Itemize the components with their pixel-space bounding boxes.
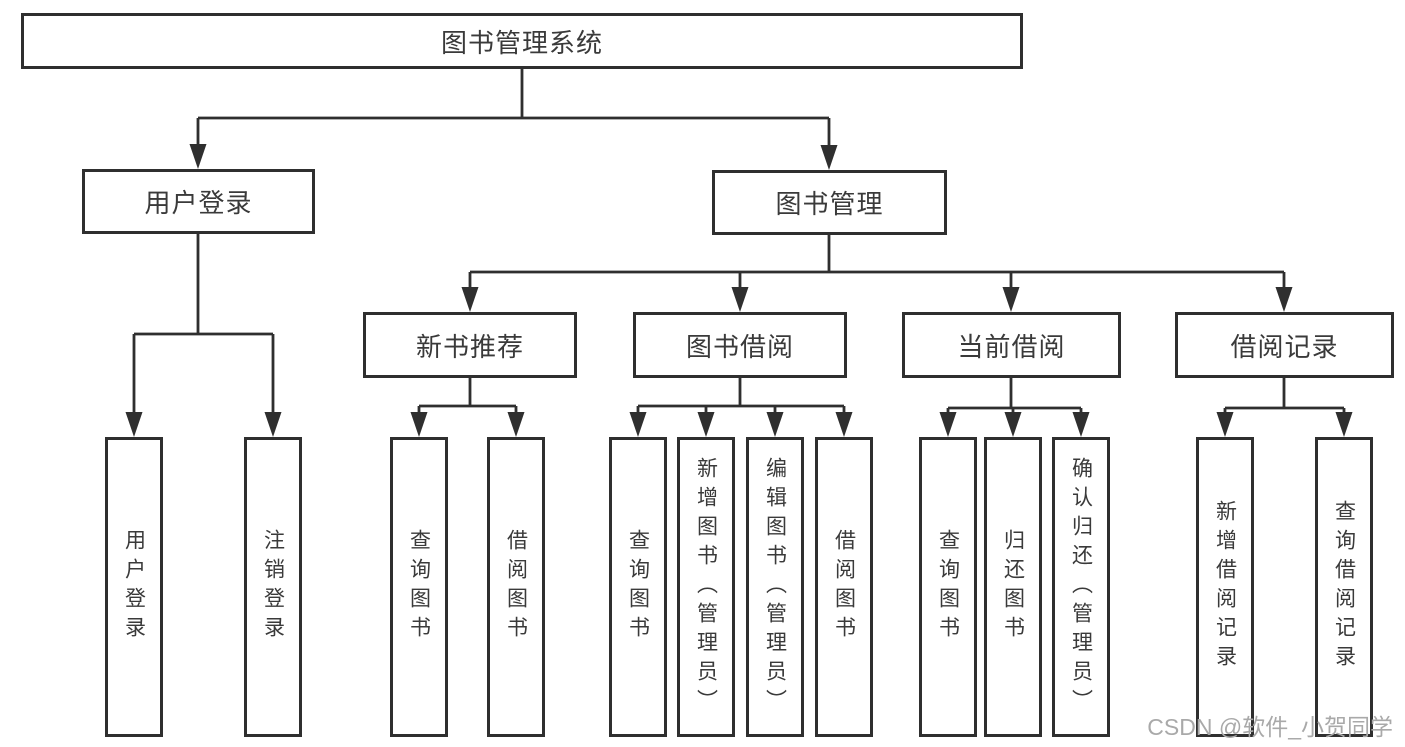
leaf-add-borrow-record: 新增借阅记录 <box>1196 437 1254 737</box>
arrowheads <box>125 144 1353 437</box>
node-root-system: 图书管理系统 <box>21 13 1023 69</box>
leaf-recommend-borrow-book: 借阅图书 <box>487 437 545 737</box>
node-root-label: 图书管理系统 <box>440 27 603 58</box>
arrowhead <box>461 287 479 312</box>
leaf-query-borrow-record-label: 查询借阅记录 <box>1332 500 1356 674</box>
leaf-recommend-query-book: 查询图书 <box>390 437 448 737</box>
arrowhead <box>1216 412 1234 437</box>
arrowhead <box>835 412 853 437</box>
leaf-return-book: 归还图书 <box>984 437 1042 737</box>
node-current-borrow: 当前借阅 <box>902 312 1121 378</box>
leaf-borrow-book: 借阅图书 <box>815 437 873 737</box>
node-book-management-label: 图书管理 <box>775 189 884 219</box>
leaf-edit-book-admin-label: 编辑图书（管理员） <box>763 456 787 718</box>
arrowhead <box>1004 412 1022 437</box>
arrowhead <box>731 287 749 312</box>
leaf-query-borrow-record: 查询借阅记录 <box>1315 437 1373 737</box>
node-new-book-recommend-label: 新书推荐 <box>415 331 524 362</box>
node-borrow-records-label: 借阅记录 <box>1230 331 1339 362</box>
arrowhead <box>939 412 957 437</box>
leaf-confirm-return-admin: 确认归还（管理员） <box>1052 437 1110 737</box>
edge-management-to-sections <box>468 235 1286 293</box>
leaf-logout-label: 注销登录 <box>261 529 285 645</box>
node-user-login: 用户登录 <box>82 169 315 234</box>
leaf-edit-book-admin: 编辑图书（管理员） <box>746 437 804 737</box>
node-new-book-recommend: 新书推荐 <box>363 312 577 378</box>
csdn-watermark: CSDN @软件_小贺同学 <box>1147 714 1393 740</box>
arrowhead <box>1002 287 1020 312</box>
leaf-user-login: 用户登录 <box>105 437 163 737</box>
edge-borrow-to-children <box>636 377 846 420</box>
node-book-borrow: 图书借阅 <box>633 312 847 378</box>
leaf-borrow-query-book-label: 查询图书 <box>626 529 650 645</box>
arrowhead <box>125 412 143 437</box>
leaf-recommend-borrow-book-label: 借阅图书 <box>504 529 528 645</box>
node-book-borrow-label: 图书借阅 <box>685 331 794 362</box>
edge-records-to-children <box>1223 378 1346 420</box>
arrowhead <box>507 412 525 437</box>
leaf-return-book-label: 归还图书 <box>1001 529 1025 645</box>
leaf-logout: 注销登录 <box>244 437 302 737</box>
arrowhead <box>1335 412 1353 437</box>
leaf-confirm-return-admin-label: 确认归还（管理员） <box>1069 456 1093 718</box>
leaf-current-query-book-label: 查询图书 <box>936 529 960 645</box>
node-current-borrow-label: 当前借阅 <box>957 331 1066 362</box>
leaf-add-book-admin: 新增图书（管理员） <box>677 437 735 737</box>
arrowhead <box>1072 412 1090 437</box>
leaf-add-borrow-record-label: 新增借阅记录 <box>1213 500 1237 674</box>
edge-recommend-to-children <box>417 377 518 420</box>
leaf-user-login-label: 用户登录 <box>122 529 146 645</box>
arrowhead <box>820 145 838 170</box>
arrowhead <box>766 412 784 437</box>
leaf-borrow-book-label: 借阅图书 <box>832 529 856 645</box>
arrowhead <box>189 144 207 169</box>
leaf-borrow-query-book: 查询图书 <box>609 437 667 737</box>
leaf-add-book-admin-label: 新增图书（管理员） <box>694 456 718 718</box>
tree-edges <box>132 69 1346 420</box>
arrowhead <box>264 412 282 437</box>
arrowhead <box>410 412 428 437</box>
arrowhead <box>697 412 715 437</box>
node-user-login-label: 用户登录 <box>144 188 253 218</box>
edge-login-to-children <box>132 234 275 418</box>
node-book-management: 图书管理 <box>712 170 947 235</box>
leaf-current-query-book: 查询图书 <box>919 437 977 737</box>
leaf-recommend-query-book-label: 查询图书 <box>407 529 431 645</box>
arrowhead <box>629 412 647 437</box>
node-borrow-records: 借阅记录 <box>1175 312 1394 378</box>
edge-root-to-level2 <box>196 69 831 150</box>
arrowhead <box>1275 287 1293 312</box>
